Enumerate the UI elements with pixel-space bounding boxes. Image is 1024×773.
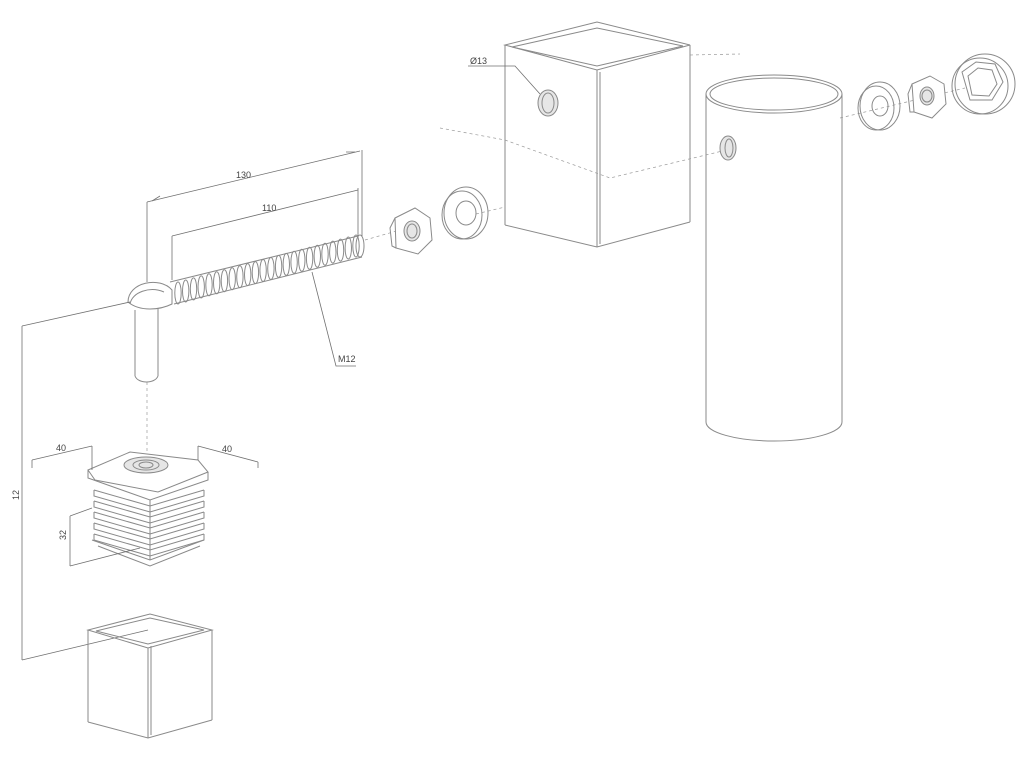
bolt-thread-ridge xyxy=(259,259,267,282)
bolt-thread-ridge xyxy=(290,250,298,274)
dimension-cap-height: 32 xyxy=(58,507,141,567)
bolt-thread-ridge xyxy=(205,273,213,297)
bolt-thread-ridge xyxy=(182,279,190,303)
dimension-cap-widths: 40 40 xyxy=(31,443,259,470)
overall-height-label: 12 xyxy=(11,490,21,500)
dimension-110: 110 xyxy=(171,188,359,280)
square-end-cap xyxy=(87,451,209,567)
dimension-overall-height: 12 xyxy=(11,301,149,661)
bolt-thread-ridge xyxy=(267,257,275,280)
bolt-thread-ridge xyxy=(174,281,182,305)
square-tube-upper: Ø13 xyxy=(468,21,691,248)
round-post xyxy=(705,74,843,442)
end-cap-fin xyxy=(93,489,205,513)
bolt-thread-ridge xyxy=(236,265,244,289)
bolt-thread-ridge xyxy=(189,277,198,301)
bolt-thread-ridge xyxy=(274,254,283,278)
bolt-thread-ridge xyxy=(298,248,306,272)
washer-middle xyxy=(441,186,489,240)
hinge-bolt xyxy=(127,234,365,383)
bolt-thread-ridge xyxy=(197,275,205,299)
length-130-label: 130 xyxy=(236,170,251,180)
hole-diameter-label: Ø13 xyxy=(470,56,487,66)
bolt-thread-ridge xyxy=(213,271,221,295)
thread-label: M12 xyxy=(338,354,356,364)
cap-width-right-label: 40 xyxy=(222,444,232,454)
bolt-thread-ridge xyxy=(244,263,252,287)
cap-nut-right xyxy=(951,53,1016,115)
length-110-label: 110 xyxy=(262,203,276,213)
bolt-thread-ridge xyxy=(344,236,352,260)
cap-height-label: 32 xyxy=(58,530,68,540)
bolt-thread-ridge xyxy=(305,246,314,270)
bolt-thread-ridge xyxy=(220,269,229,293)
cap-width-left-label: 40 xyxy=(56,443,66,453)
bolt-thread-ridge xyxy=(228,267,236,291)
bolt-thread-ridge xyxy=(352,234,360,258)
bolt-thread-ridge xyxy=(313,244,321,268)
bolt-thread-ridge xyxy=(282,252,290,276)
washer-right xyxy=(857,81,901,131)
bolt-thread-ridge xyxy=(336,238,345,262)
thread-callout: M12 xyxy=(311,271,356,367)
bolt-thread-ridge xyxy=(329,240,337,264)
square-tube-lower xyxy=(86,613,214,739)
dimension-130: 130 xyxy=(146,150,363,282)
hex-nut-right xyxy=(907,75,947,119)
bolt-thread-ridge xyxy=(251,261,260,285)
bolt-thread-ridge xyxy=(321,242,329,266)
tube-bolt-hole xyxy=(537,89,559,117)
hex-nut-middle xyxy=(389,207,433,255)
